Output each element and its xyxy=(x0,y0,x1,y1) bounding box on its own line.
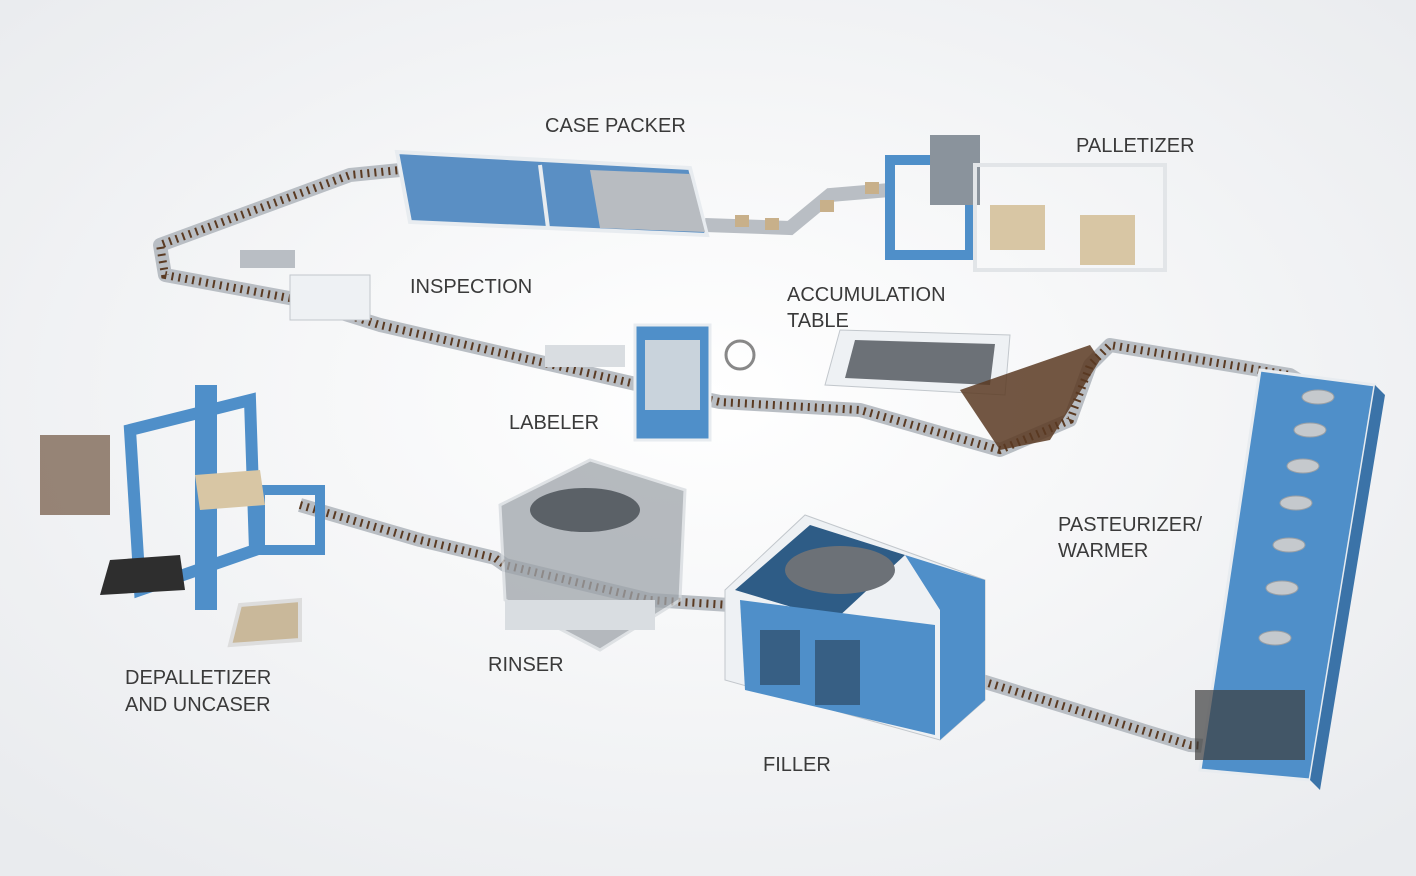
label-pasteurizer-line2: WARMER xyxy=(1058,540,1148,562)
label-labeler: LABELER xyxy=(509,412,599,434)
label-rinser: RINSER xyxy=(488,654,564,676)
accumulation-table-machine xyxy=(824,329,1100,450)
label-depalletizer-line1: DEPALLETIZER xyxy=(125,667,271,689)
filler-machine xyxy=(724,514,986,741)
label-accumulation-line2: TABLE xyxy=(787,310,849,332)
pasteurizer-machine xyxy=(1195,368,1385,790)
palletizer-machine xyxy=(885,135,1167,272)
case-conveyor xyxy=(704,182,891,236)
inspection-machine xyxy=(240,250,371,321)
label-depalletizer-line2: AND UNCASER xyxy=(125,694,271,716)
label-palletizer: PALLETIZER xyxy=(1076,135,1195,157)
depalletizer-machine xyxy=(40,385,325,648)
label-case-packer: CASE PACKER xyxy=(545,115,686,137)
case-packer-machine xyxy=(394,149,710,238)
rinser-machine xyxy=(498,458,687,652)
labeler-machine xyxy=(545,323,756,442)
label-accumulation-line1: ACCUMULATION xyxy=(787,284,946,306)
label-filler: FILLER xyxy=(763,754,831,776)
label-inspection: INSPECTION xyxy=(410,276,532,298)
label-pasteurizer-line1: PASTEURIZER/ xyxy=(1058,514,1203,536)
